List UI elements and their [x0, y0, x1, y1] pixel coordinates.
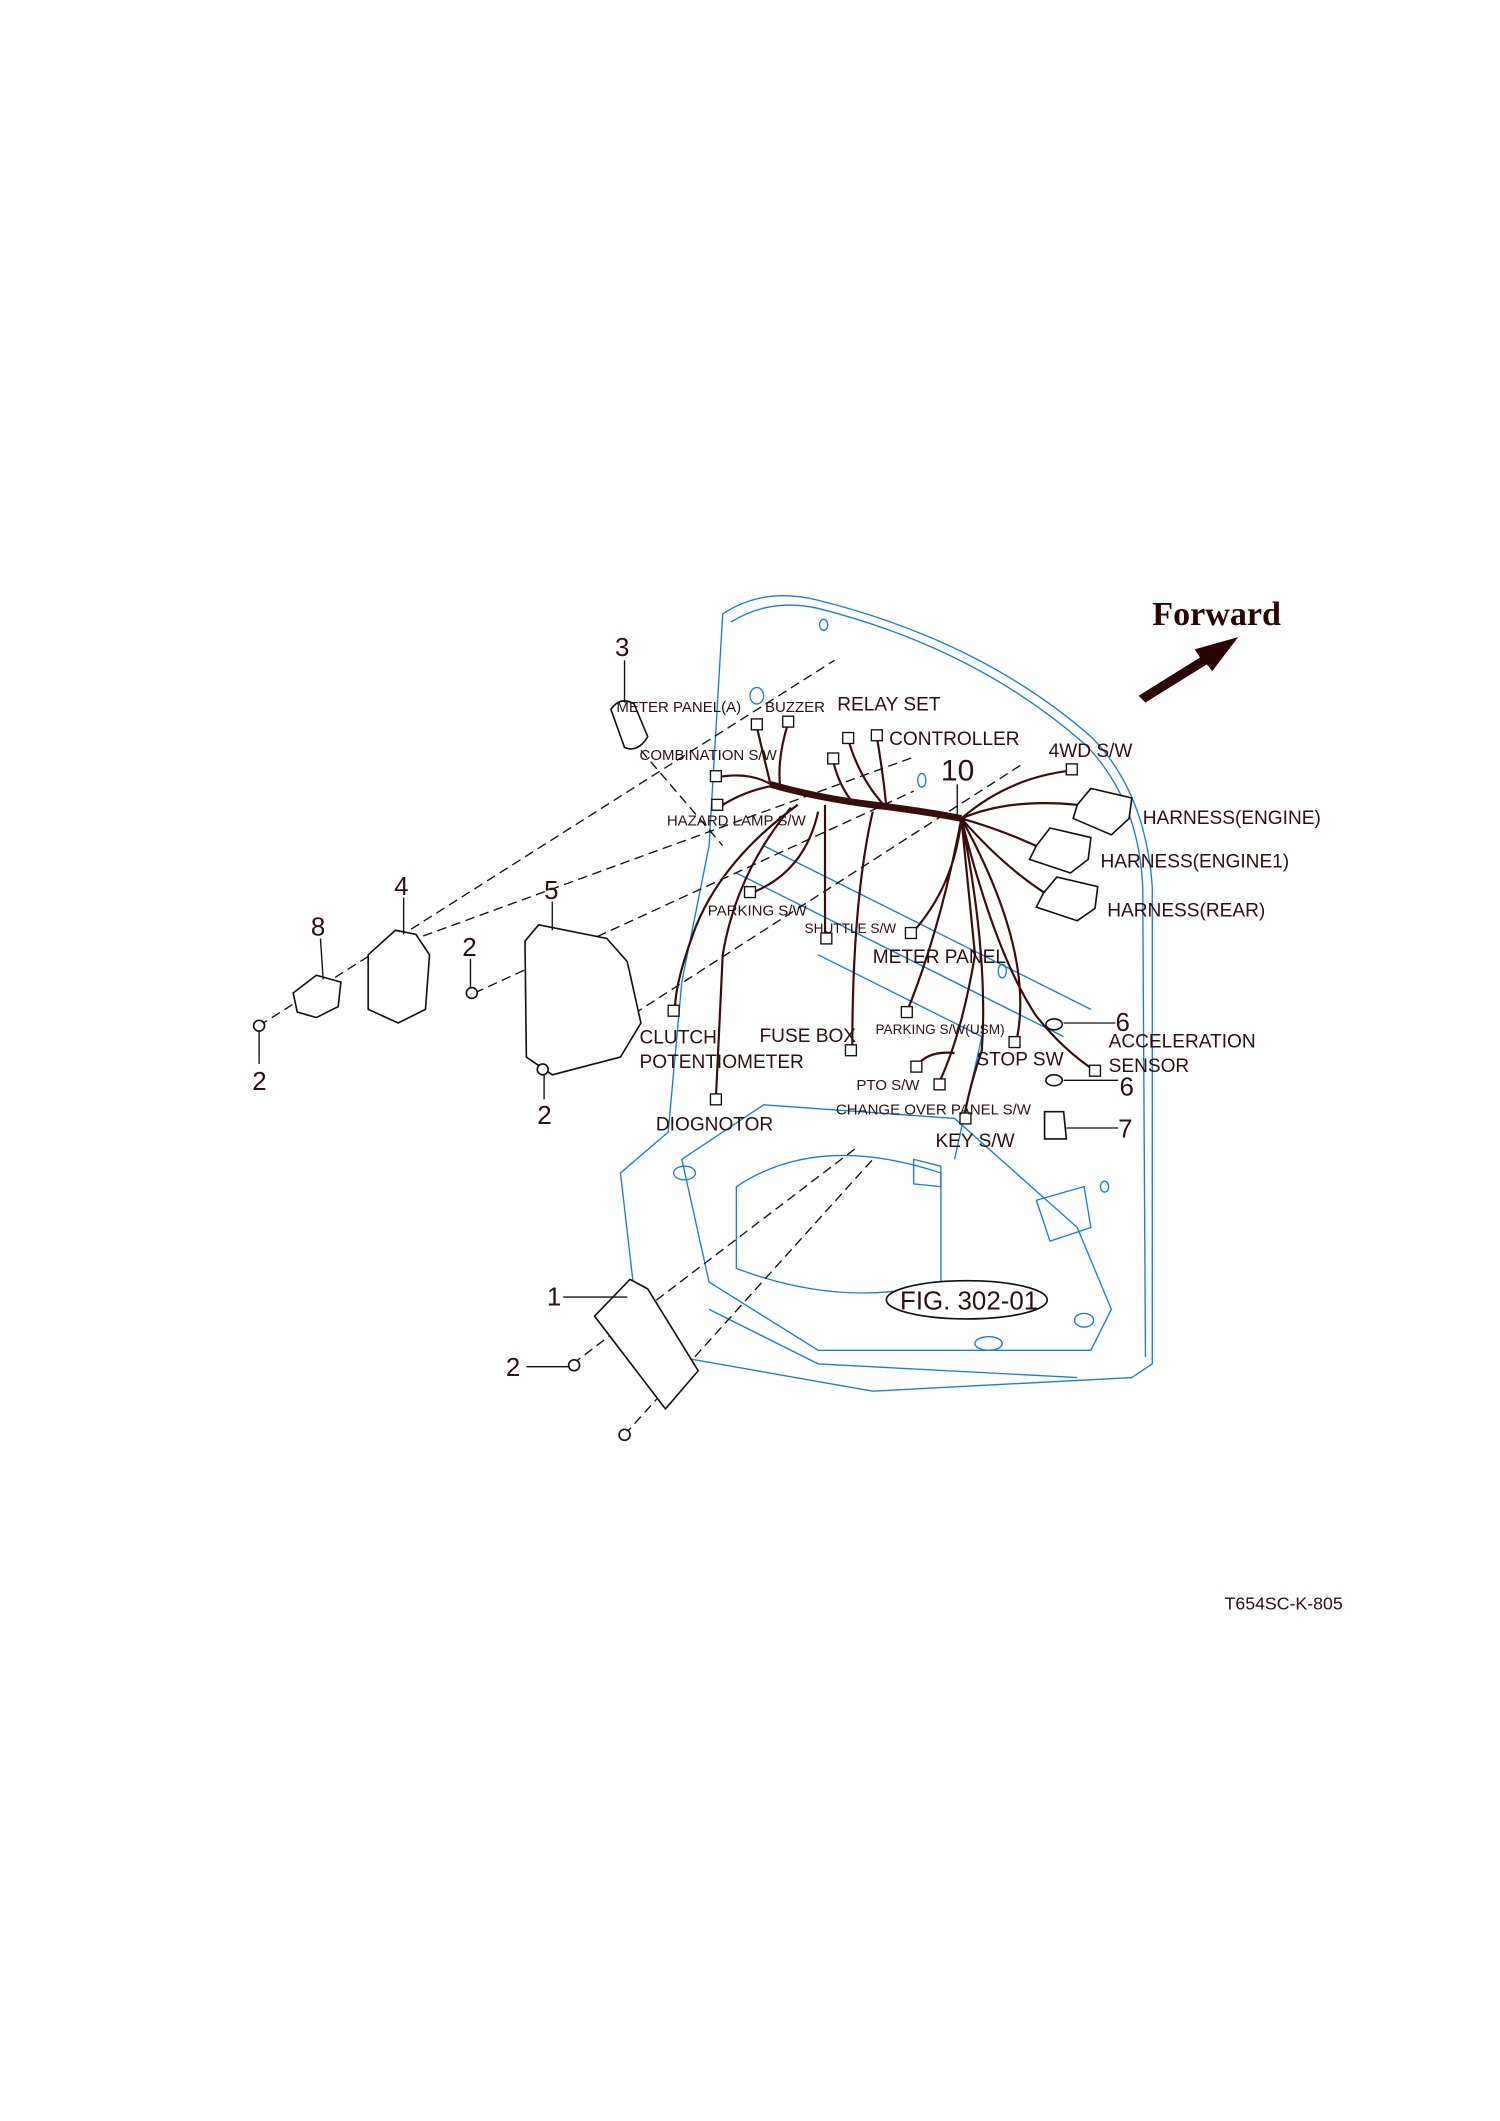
label-combination-sw: COMBINATION S/W: [640, 747, 778, 764]
leader-lines: [258, 660, 1119, 1368]
label-parking-sw-usm: PARKING S/W(USM): [875, 1022, 1004, 1037]
part-number-2: 2: [506, 1354, 520, 1382]
label-shuttle-sw: SHUTTLE S/W: [805, 921, 897, 936]
part-number-6: 6: [1120, 1073, 1134, 1101]
part-number-5: 5: [544, 877, 558, 905]
harness-blocks: [1028, 787, 1133, 922]
label-4wd-sw: 4WD S/W: [1049, 741, 1133, 762]
label-potentiometer: POTENTIOMETER: [640, 1052, 804, 1073]
label-acceleration: ACCELERATION: [1109, 1032, 1256, 1053]
part-number-2: 2: [537, 1102, 551, 1130]
connector-plugs: [667, 715, 1102, 1125]
label-pto-sw: PTO S/W: [856, 1077, 920, 1094]
label-sensor: SENSOR: [1109, 1056, 1190, 1077]
drawing-code: T654SC-K-805: [1225, 1593, 1343, 1613]
part-number-7: 7: [1118, 1116, 1132, 1144]
label-buzzer: BUZZER: [765, 699, 825, 716]
label-key-sw: KEY S/W: [935, 1131, 1014, 1152]
label-clutch: CLUTCH: [640, 1027, 717, 1048]
label-harness-engine: HARNESS(ENGINE): [1143, 808, 1321, 829]
label-stop-sw: STOP SW: [976, 1049, 1063, 1070]
component-parts: [252, 700, 1068, 1442]
label-harness-engine1: HARNESS(ENGINE1): [1100, 852, 1289, 873]
part-number-2: 2: [462, 934, 476, 962]
label-diognotor: DIOGNOTOR: [656, 1115, 773, 1136]
label-meter-panel-a: METER PANEL(A): [616, 699, 741, 716]
label-controller: CONTROLLER: [889, 729, 1019, 750]
label-meter-panel: METER PANEL: [873, 947, 1006, 968]
part-number-6: 6: [1115, 1009, 1129, 1037]
label-fuse-box: FUSE BOX: [760, 1026, 857, 1047]
forward-label: Forward: [1152, 596, 1281, 633]
part-number-10: 10: [941, 754, 974, 787]
part-number-4: 4: [394, 873, 408, 901]
panel-outline: [619, 595, 1153, 1392]
part-number-3: 3: [615, 634, 629, 662]
forward-indicator: Forward: [1138, 596, 1281, 703]
part-number-1: 1: [547, 1283, 561, 1311]
wire-harness: [673, 722, 1096, 1119]
label-change-over-panel-sw: CHANGE OVER PANEL S/W: [836, 1101, 1032, 1118]
label-relay-set: RELAY SET: [837, 695, 941, 716]
label-harness-rear: HARNESS(REAR): [1107, 901, 1265, 922]
label-parking-sw: PARKING S/W: [708, 902, 808, 919]
part-number-2: 2: [252, 1068, 266, 1096]
figure-number: FIG. 302-01: [900, 1287, 1038, 1315]
connector-labels: METER PANEL(A) BUZZER RELAY SET CONTROLL…: [616, 695, 1320, 1152]
figure-reference: FIG. 302-01: [885, 1279, 1049, 1320]
part-number-callouts: 3 4 8 5 2 2 2 1 2 10 6 6 7: [252, 634, 1134, 1382]
part-number-8: 8: [311, 914, 325, 942]
forward-arrow-icon: [1138, 637, 1239, 703]
label-hazard-lamp-sw: HAZARD LAMP S/W: [667, 812, 807, 829]
